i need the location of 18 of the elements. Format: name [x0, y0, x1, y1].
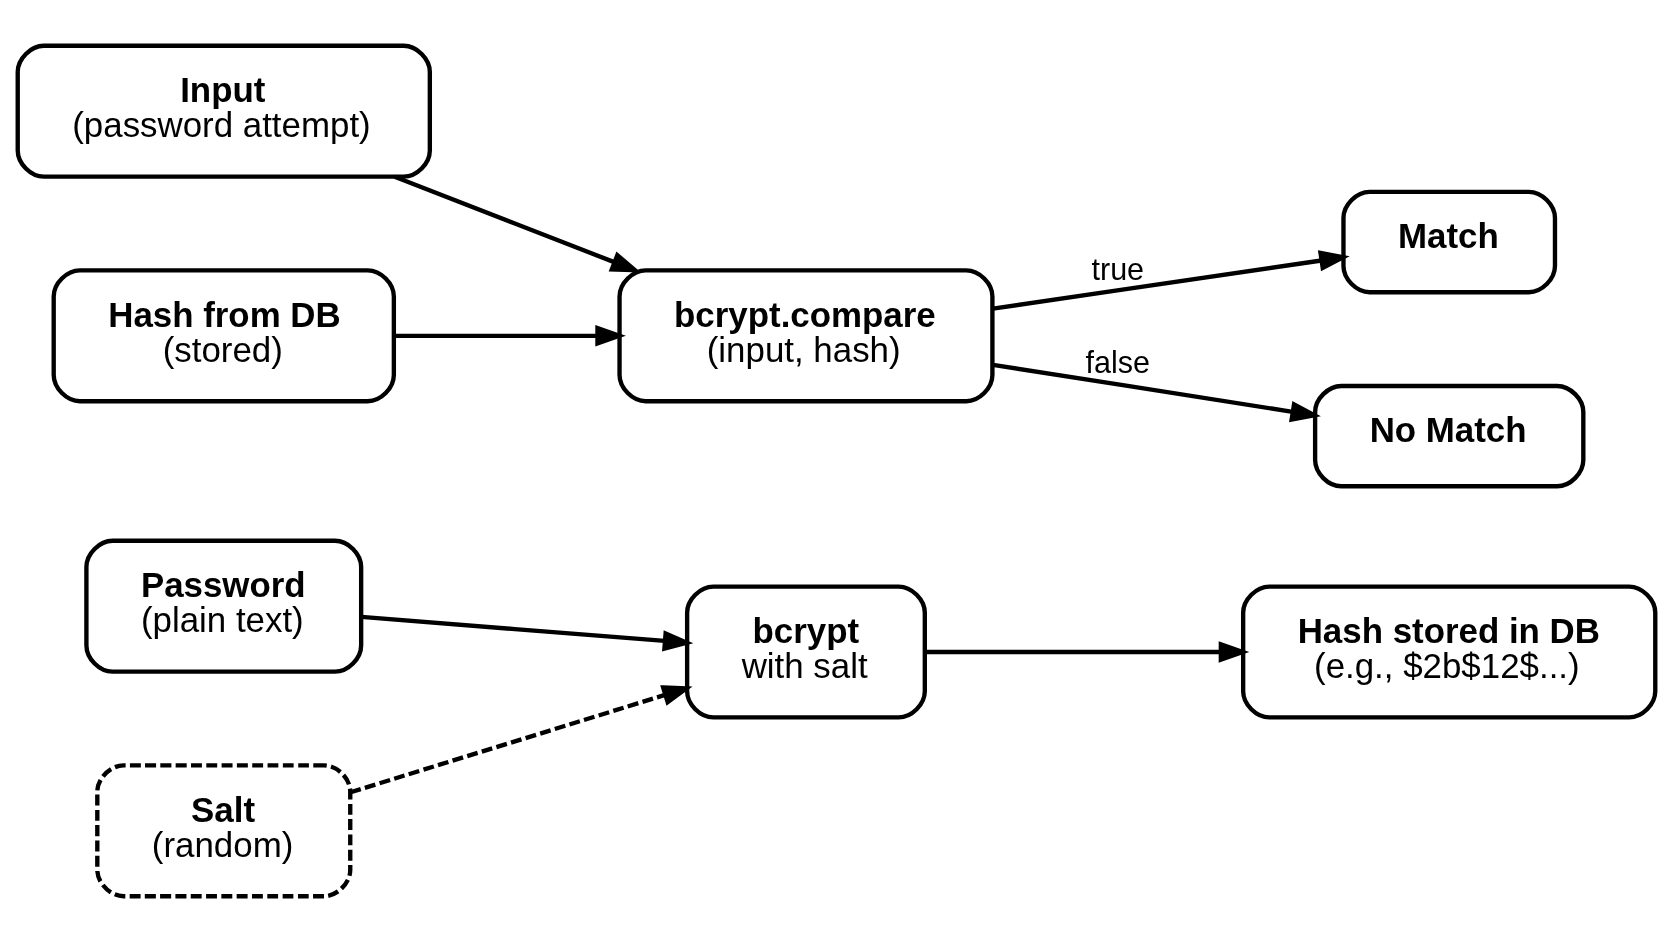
node-box: No Match — [1312, 383, 1585, 488]
arrow — [992, 249, 1350, 311]
node-box: bcrypt.compare (input, hash) — [616, 267, 995, 403]
arrow — [360, 614, 693, 651]
arrow — [924, 640, 1249, 663]
edge-label: true — [1090, 251, 1144, 286]
arrow — [393, 324, 626, 346]
node-box: Match — [1340, 189, 1557, 294]
node-box: Password (plain text) — [83, 538, 363, 674]
node-box: Input (password attempt) — [15, 43, 432, 179]
arrow — [393, 174, 641, 273]
node-box: Hash from DB (stored) — [51, 267, 396, 403]
node-box: bcrypt with salt — [684, 583, 927, 720]
arrow — [349, 684, 693, 794]
node-box: Salt (random) — [94, 762, 352, 898]
edge-label: false — [1085, 344, 1150, 379]
node-box: Hash stored in DB (e.g., $2b$12$...) — [1240, 583, 1657, 720]
arrow — [992, 362, 1321, 422]
